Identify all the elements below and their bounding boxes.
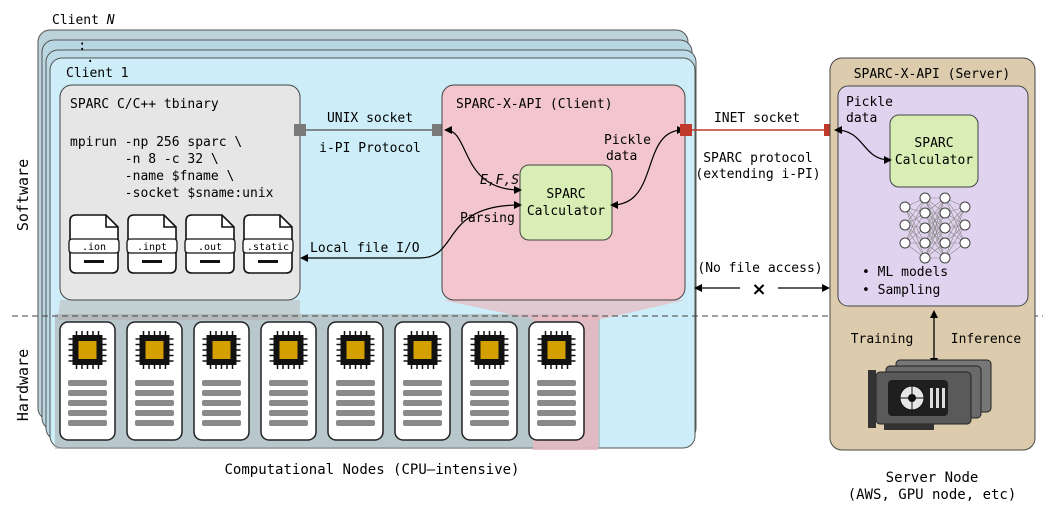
ipi-protocol-label: i-PI Protocol	[319, 141, 421, 156]
compute-caption: Computational Nodes (CPU–intensive)	[224, 462, 519, 478]
svg-text:-socket $sname:unix: -socket $sname:unix	[70, 186, 274, 201]
unix-socket-left-port	[294, 124, 306, 136]
tbinary-title: SPARC C/C++ tbinary	[70, 97, 219, 112]
client-pickle-label-1: Pickle	[604, 133, 651, 148]
svg-text:.: .	[86, 50, 94, 66]
inference-label: Inference	[951, 332, 1022, 347]
hardware-label: Hardware	[14, 349, 32, 421]
server-calculator-box	[889, 114, 979, 188]
inet-socket-label: INET socket	[714, 111, 800, 126]
cpu-node	[461, 321, 518, 441]
svg-text:-n 8 -c 32 \: -n 8 -c 32 \	[70, 152, 219, 167]
software-label: Software	[14, 159, 32, 231]
ml-models-bullet: • ML models	[862, 265, 948, 280]
svg-text:Calculator: Calculator	[895, 153, 973, 168]
api-shadow	[442, 300, 685, 320]
svg-text:Calculator: Calculator	[527, 204, 605, 219]
cpu-node	[394, 321, 451, 441]
client-ellipsis: :	[78, 38, 86, 54]
unix-socket-label: UNIX socket	[327, 111, 413, 126]
server-caption-1: Server Node	[886, 470, 979, 486]
training-label: Training	[851, 332, 914, 347]
unix-to-calc-arrow	[444, 126, 522, 194]
svg-text:mpirun -np 256 sparc \: mpirun -np 256 sparc \	[70, 135, 242, 150]
svg-text:SPARC: SPARC	[546, 187, 585, 202]
cpu-node	[59, 321, 116, 441]
server-caption-2: (AWS, GPU node, etc)	[848, 487, 1017, 503]
file-name: .inpt	[137, 242, 167, 253]
cpu-node	[193, 321, 250, 441]
file-name: .static	[247, 242, 289, 253]
server-socket-arrow	[834, 126, 892, 164]
local-io-arrow	[300, 201, 522, 262]
inet-socket-left-port	[680, 124, 692, 136]
file-icon: .out	[184, 214, 236, 274]
sparc-protocol-label-1: SPARC protocol	[703, 151, 813, 166]
cpu-node	[260, 321, 317, 441]
server-pickle-label-1: Pickle	[846, 95, 893, 110]
gpu-cards-icon	[868, 359, 992, 430]
cpu-node	[327, 321, 384, 441]
file-icon: .static	[242, 214, 294, 274]
local-io-label: Local file I/O	[310, 241, 420, 256]
neural-network-icon	[899, 192, 971, 264]
file-name: .ion	[82, 242, 106, 253]
client-pickle-label-2: data	[606, 149, 637, 164]
sparc-protocol-label-2: (extending i-PI)	[695, 167, 820, 182]
tbinary-box	[59, 84, 301, 301]
server-title: SPARC-X-API (Server)	[854, 67, 1011, 82]
file-icon: .inpt	[126, 214, 178, 274]
server-pickle-label-2: data	[846, 111, 877, 126]
client-api-title: SPARC-X-API (Client)	[456, 97, 613, 112]
tbinary-command: mpirun -np 256 sparc \ -n 8 -c 32 \ -nam…	[70, 135, 274, 201]
no-file-access-label: (No file access)	[697, 261, 822, 276]
svg-text:SPARC: SPARC	[914, 136, 953, 151]
client-n-label: Client N	[52, 13, 115, 28]
sampling-bullet: • Sampling	[862, 283, 940, 298]
cpu-node	[528, 321, 585, 441]
calc-to-inet-arrow	[610, 126, 685, 209]
unix-socket-right-port	[432, 124, 444, 136]
file-name: .out	[198, 242, 222, 253]
cross-icon: ×	[751, 279, 766, 300]
client-1-label: Client 1	[66, 66, 129, 81]
svg-text:-name $fname \: -name $fname \	[70, 169, 234, 184]
cpu-node	[126, 321, 183, 441]
client-calculator-box	[519, 164, 613, 241]
file-icon: .ion	[68, 214, 120, 274]
